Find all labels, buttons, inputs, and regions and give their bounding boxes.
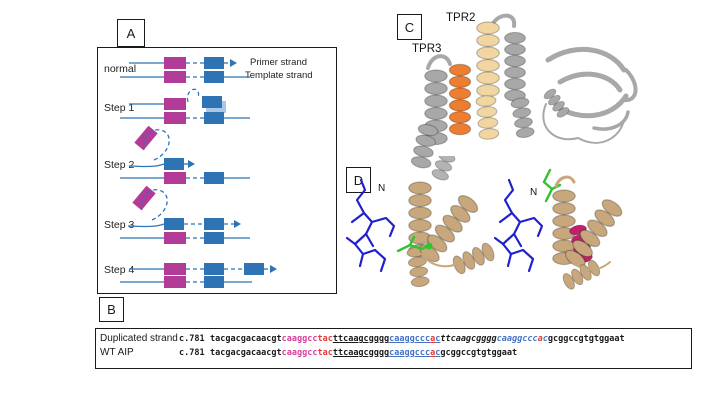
primer-arrow-icon bbox=[234, 220, 241, 228]
gray-helix bbox=[509, 96, 536, 140]
primer-arrow-icon bbox=[188, 160, 195, 168]
sequence-segment: caaggccc bbox=[389, 348, 431, 358]
n-terminus-label-left: N bbox=[378, 183, 386, 194]
green-residue-ball bbox=[425, 242, 433, 250]
structure-left-wt bbox=[345, 156, 497, 289]
tpr3-orange-helix bbox=[448, 63, 472, 136]
sequence-segment: caaggccc bbox=[389, 334, 431, 344]
row-step3-label: Step 3 bbox=[104, 219, 135, 231]
sequence-segment: c bbox=[435, 348, 441, 358]
slippage-loop-icon bbox=[142, 129, 170, 161]
sequence-segment: tacgacgacaacgt bbox=[210, 334, 282, 344]
row-step1: Step 1 bbox=[104, 88, 250, 124]
sequence-segment: gcggccgtgtggaat bbox=[440, 348, 518, 358]
sequence-segment: caaggcc bbox=[281, 348, 318, 358]
sequence-segment: ttcaagcgggg bbox=[440, 334, 497, 344]
row-step4: Step 4 bbox=[104, 263, 277, 288]
gray-loop bbox=[426, 54, 452, 70]
slippage-loop-icon bbox=[140, 189, 168, 221]
primer-arrow-icon bbox=[270, 265, 277, 273]
n-terminus-label-right: N bbox=[530, 187, 538, 198]
sequence-segment: a bbox=[537, 334, 543, 344]
sequence-segment: tac bbox=[317, 348, 333, 358]
tpr2-annotation: TPR2 bbox=[446, 12, 476, 24]
panel-b-label: B bbox=[107, 302, 116, 317]
blue-stick-residues bbox=[345, 178, 396, 273]
tpr2-wheat-helix bbox=[475, 94, 500, 141]
panel-c-label-box: C bbox=[397, 14, 422, 40]
sequence-segment: ttcaagcgggg bbox=[332, 334, 390, 344]
panel-d-label: D bbox=[353, 172, 364, 188]
sequence-segment: tacgacgacaacgt bbox=[210, 348, 282, 358]
row-normal-label: normal bbox=[104, 63, 136, 75]
tan-helix bbox=[450, 240, 497, 277]
legend-primer-strand: Primer strand bbox=[250, 57, 307, 68]
row-step4-label: Step 4 bbox=[104, 264, 135, 276]
row-step3: Step 3 bbox=[104, 185, 250, 244]
row-step1-label: Step 1 bbox=[104, 102, 135, 114]
tan-loop bbox=[421, 253, 465, 268]
sequence: tacgacgacaacgtcaaggcctacttcaagcggggcaagg… bbox=[210, 334, 625, 344]
gray-helix bbox=[504, 31, 526, 102]
aip-tpr-domain-structure bbox=[409, 13, 638, 171]
row-normal: normal bbox=[104, 57, 250, 83]
cdna-position: c.781 bbox=[179, 348, 205, 358]
green-stick-residue bbox=[542, 168, 554, 203]
primer-arrow-icon bbox=[230, 59, 237, 67]
tan-loop bbox=[554, 175, 576, 188]
sequence-segment: a bbox=[430, 334, 436, 344]
structure-right-mutant bbox=[493, 168, 626, 292]
green-stick-residue bbox=[408, 235, 416, 247]
row-step2: Step 2 bbox=[104, 125, 250, 184]
cdna-position: c.781 bbox=[179, 334, 205, 344]
sequence-segment: gcggccgtgtggaat bbox=[547, 334, 625, 344]
sequence-segment: c bbox=[435, 334, 441, 344]
panel-a-label-box: A bbox=[117, 19, 145, 47]
tpr3-annotation: TPR3 bbox=[412, 43, 442, 55]
sequence-segment: c bbox=[542, 334, 548, 344]
row-name: WT AIP bbox=[100, 347, 134, 358]
replication-slippage-diagram: Primer strand Template strand normal Ste… bbox=[104, 57, 313, 288]
sequence-segment: a bbox=[430, 348, 436, 358]
gray-helix bbox=[430, 156, 461, 183]
panel-b-label-box: B bbox=[99, 297, 124, 322]
sequence: tacgacgacaacgtcaaggcctacttcaagcggggcaagg… bbox=[210, 348, 517, 358]
sequence-segment: tac bbox=[317, 334, 333, 344]
aip-mutation-structure-pair bbox=[345, 156, 626, 292]
tpr2-wheat-helix bbox=[476, 21, 500, 98]
sequence-segment: caaggcc bbox=[281, 334, 318, 344]
tan-loop bbox=[567, 255, 611, 271]
panel-c-label: C bbox=[404, 19, 415, 35]
sequence-segment: ttcaagcgggg bbox=[332, 348, 390, 358]
panel-a-label: A bbox=[126, 25, 136, 41]
slippage-loop-icon bbox=[186, 88, 200, 103]
gray-ribbon-lobe bbox=[542, 46, 638, 144]
gray-loop bbox=[492, 13, 517, 28]
sequence-segment: caaggccc bbox=[496, 334, 538, 344]
sequence-row-wt: WT AIP c.781 tacgacgacaacgtcaaggcctacttcaa… bbox=[100, 347, 517, 358]
legend-template-strand: Template strand bbox=[245, 70, 313, 81]
row-step2-label: Step 2 bbox=[104, 159, 135, 171]
panel-a-box: Primer strand Template strand normal Ste… bbox=[97, 47, 337, 294]
row-name: Duplicated strand bbox=[100, 333, 178, 344]
blue-stick-residues bbox=[493, 178, 544, 273]
panel-d-label-box: D bbox=[346, 167, 371, 193]
